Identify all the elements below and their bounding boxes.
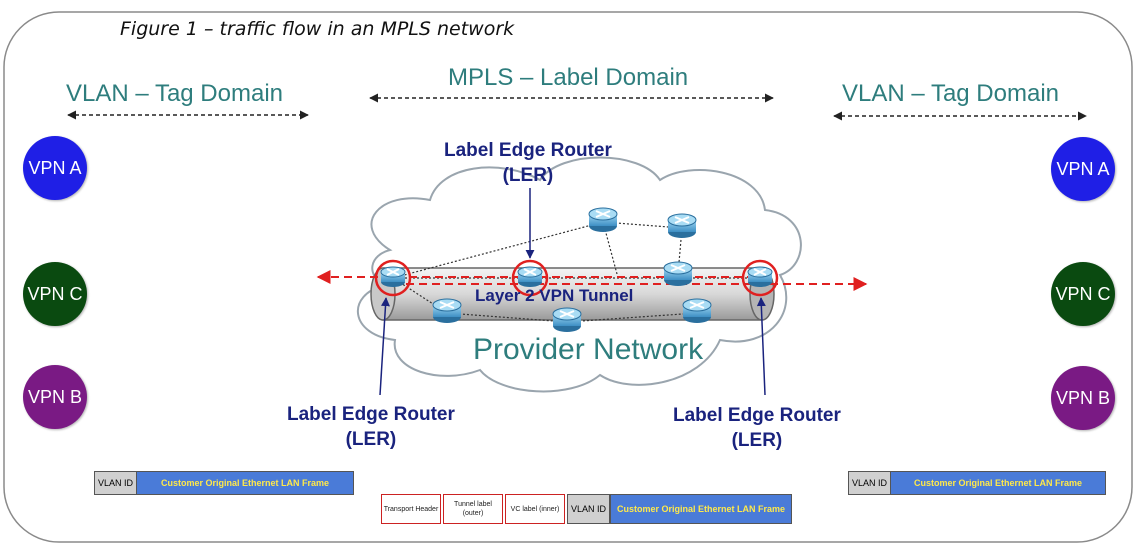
router-icon: [663, 261, 693, 286]
transport-header-field: Transport Header: [381, 494, 441, 524]
edge-router-left: [374, 259, 412, 297]
router-icon: [588, 207, 618, 232]
center-domain-label: MPLS – Label Domain: [448, 64, 689, 91]
router-icon: [552, 307, 582, 332]
ler-left-arrow: [379, 297, 390, 396]
vlan-id-field: VLAN ID: [849, 472, 892, 494]
tunnel-label: Layer 2 VPN Tunnel: [475, 286, 634, 305]
router-icon: [667, 213, 697, 238]
vpn-a-node: VPN A: [1051, 137, 1115, 201]
ler-title: Label Edge Router: [444, 140, 612, 161]
ler-right-arrow: [756, 297, 766, 396]
right-domain-label: VLAN – Tag Domain: [842, 80, 1060, 107]
ler-label-right: Label Edge Router (LER): [673, 403, 841, 453]
ler-abbr: (LER): [731, 430, 783, 451]
left-domain-label: VLAN – Tag Domain: [66, 80, 284, 107]
router-icon: [682, 298, 712, 323]
vpn-b-node: VPN B: [23, 365, 87, 429]
ler-label-left: Label Edge Router (LER): [287, 402, 455, 452]
ler-title: Label Edge Router: [287, 404, 455, 425]
tunnel-label-field: Tunnel label (outer): [443, 494, 503, 524]
provider-network-label: Provider Network: [473, 333, 704, 366]
customer-frame-field: Customer Original Ethernet LAN Frame: [137, 472, 353, 494]
ler-abbr: (LER): [345, 429, 397, 450]
edge-router-center: [511, 259, 549, 297]
vpn-a-node: VPN A: [23, 136, 87, 200]
customer-frame-field: Customer Original Ethernet LAN Frame: [891, 472, 1105, 494]
vlan-id-field: VLAN ID: [567, 494, 611, 524]
mpls-label-stack: Transport Header Tunnel label (outer) VC…: [381, 494, 793, 524]
router-icon: [432, 298, 462, 323]
ler-title: Label Edge Router: [673, 405, 841, 426]
vc-label-field: VC label (inner): [505, 494, 565, 524]
ler-label-top: Label Edge Router (LER): [444, 138, 612, 188]
vpn-b-node: VPN B: [1051, 366, 1115, 430]
ler-abbr: (LER): [502, 165, 554, 186]
customer-frame-field: Customer Original Ethernet LAN Frame: [610, 494, 793, 524]
vpn-c-node: VPN C: [1051, 262, 1115, 326]
vpn-c-node: VPN C: [23, 262, 87, 326]
left-ethernet-frame: VLAN ID Customer Original Ethernet LAN F…: [94, 471, 354, 495]
edge-router-right: [741, 259, 779, 297]
vlan-id-field: VLAN ID: [95, 472, 138, 494]
right-ethernet-frame: VLAN ID Customer Original Ethernet LAN F…: [848, 471, 1106, 495]
figure-caption: Figure 1 – traffic flow in an MPLS netwo…: [120, 18, 515, 40]
